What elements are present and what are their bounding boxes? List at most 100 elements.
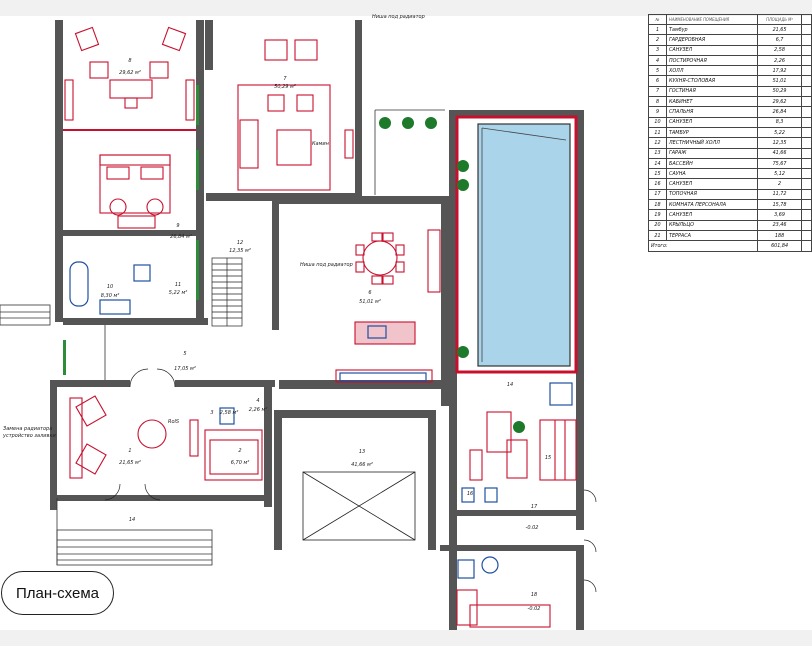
wall-pool-north bbox=[449, 110, 584, 117]
wall-kitchen-north bbox=[279, 196, 449, 204]
room-num-cell: 4 bbox=[647, 54, 668, 67]
plant-icon bbox=[402, 117, 414, 129]
room-area-cell: 17,92 bbox=[757, 65, 802, 77]
room-number-8: 8 bbox=[128, 58, 131, 64]
room-num-cell: 19 bbox=[647, 209, 668, 221]
wall-service-north bbox=[456, 510, 584, 516]
room-area-cell: 23,46 bbox=[757, 219, 802, 231]
room-area-table-header: № НАИМЕНОВАНИЕ ПОМЕЩЕНИЯ ПЛОЩАДЬ М² bbox=[647, 14, 812, 25]
toilet-icon bbox=[219, 407, 235, 425]
annotations: Ниша под радиатор Ниша под радиатор Заме… bbox=[2, 14, 425, 439]
room-area-13: 41,66 м² bbox=[351, 462, 373, 468]
plan-scheme-label: План-схема bbox=[16, 584, 99, 602]
room-area-1: 21,65 м² bbox=[119, 460, 141, 466]
room-number-5: 5 bbox=[183, 351, 186, 357]
room-name-cell: ПОСТИРОЧНАЯ bbox=[666, 54, 759, 67]
room-number-13: 13 bbox=[359, 449, 365, 455]
plant-icon bbox=[379, 117, 391, 129]
room-num-cell: 18 bbox=[647, 199, 668, 211]
room-number-11: 11 bbox=[175, 282, 181, 288]
room-number-18: 18 bbox=[531, 592, 537, 598]
room-number-10: 10 bbox=[107, 284, 113, 290]
shower-icon bbox=[461, 487, 475, 503]
bathroom-fixtures bbox=[69, 261, 573, 579]
terrace-rails bbox=[0, 109, 445, 566]
room-area-cell: 29,62 bbox=[757, 96, 802, 108]
room-number-4: 4 bbox=[256, 398, 259, 404]
room-area-cell: 6,7 bbox=[757, 34, 802, 46]
staircase bbox=[211, 257, 243, 327]
room-num-cell: 17 bbox=[647, 188, 668, 201]
room-number-2: 2 bbox=[238, 448, 241, 454]
rail-west-terrace bbox=[0, 304, 51, 326]
room-name-cell: ГАРАЖ bbox=[666, 147, 759, 159]
note-niche-kitchen: Ниша под радиатор bbox=[300, 262, 353, 268]
room-area-5: 17,05 м² bbox=[174, 366, 196, 372]
room-num-cell: 15 bbox=[647, 168, 668, 180]
wall-bedroom-living bbox=[196, 20, 204, 325]
note-niche-top: Ниша под радиатор bbox=[372, 14, 425, 20]
room-number-1: 1 bbox=[128, 448, 131, 454]
office-furniture bbox=[64, 26, 195, 121]
room-area-10: 8,30 м² bbox=[101, 293, 120, 299]
header-area: ПЛОЩАДЬ М² bbox=[757, 14, 802, 25]
room-name-cell: ТАМБУР bbox=[666, 126, 759, 139]
room-area-12: 12,35 м² bbox=[229, 248, 251, 254]
total-value: 601,84 bbox=[757, 240, 802, 253]
kitchen-sink-icon bbox=[367, 325, 387, 339]
room-name-cell: ГОСТИНАЯ bbox=[666, 85, 759, 98]
room-name-cell: САУНА bbox=[666, 168, 759, 180]
room-level-17: -0.02 bbox=[526, 525, 539, 531]
room-area-9: 26,84 м² bbox=[170, 234, 192, 240]
entrance-furniture bbox=[69, 395, 199, 479]
room-num-cell: 8 bbox=[647, 96, 668, 108]
room-area-7: 50,29 м² bbox=[274, 84, 296, 90]
room-area-cell: 41,66 bbox=[757, 147, 802, 159]
room-number-12: 12 bbox=[237, 240, 243, 246]
room-area-3: 2,58 м² bbox=[220, 410, 239, 416]
toilet-icon bbox=[484, 487, 498, 503]
room-area-cell: 2,58 bbox=[757, 44, 802, 56]
wall-bath-south bbox=[63, 318, 208, 325]
walls bbox=[50, 20, 584, 650]
garage-car-space bbox=[302, 471, 416, 541]
room-name-cell: КАБИНЕТ bbox=[666, 96, 759, 108]
room-num-cell: 20 bbox=[647, 219, 668, 231]
room-num-cell: 5 bbox=[647, 65, 668, 77]
room-num-cell: 3 bbox=[647, 44, 668, 56]
room-num-cell: 10 bbox=[647, 116, 668, 128]
wall-hall-north bbox=[175, 380, 275, 387]
room-name-cell: Тамбур bbox=[666, 23, 759, 36]
room-number-9: 9 bbox=[176, 223, 179, 229]
room-num-cell: 9 bbox=[647, 106, 668, 118]
wall-personnel-north bbox=[440, 545, 580, 551]
room-number-16: 16 bbox=[467, 491, 473, 497]
room-name-cell: САНУЗЕЛ bbox=[666, 178, 759, 190]
plants bbox=[379, 117, 525, 433]
room-number-17: 17 bbox=[531, 504, 538, 510]
room-area-cell: 11,72 bbox=[757, 188, 802, 201]
room-num-cell: 6 bbox=[647, 75, 668, 87]
wall-entrance-north bbox=[50, 380, 130, 387]
plan-scheme-badge[interactable]: План-схема bbox=[1, 571, 114, 615]
room-name-cell: ГАРДЕРОБНАЯ bbox=[666, 34, 759, 46]
plant-icon bbox=[457, 160, 469, 172]
room-area-8: 29,62 м² bbox=[119, 70, 141, 76]
wall-living-west bbox=[205, 20, 213, 70]
room-num-cell: 11 bbox=[647, 126, 668, 139]
